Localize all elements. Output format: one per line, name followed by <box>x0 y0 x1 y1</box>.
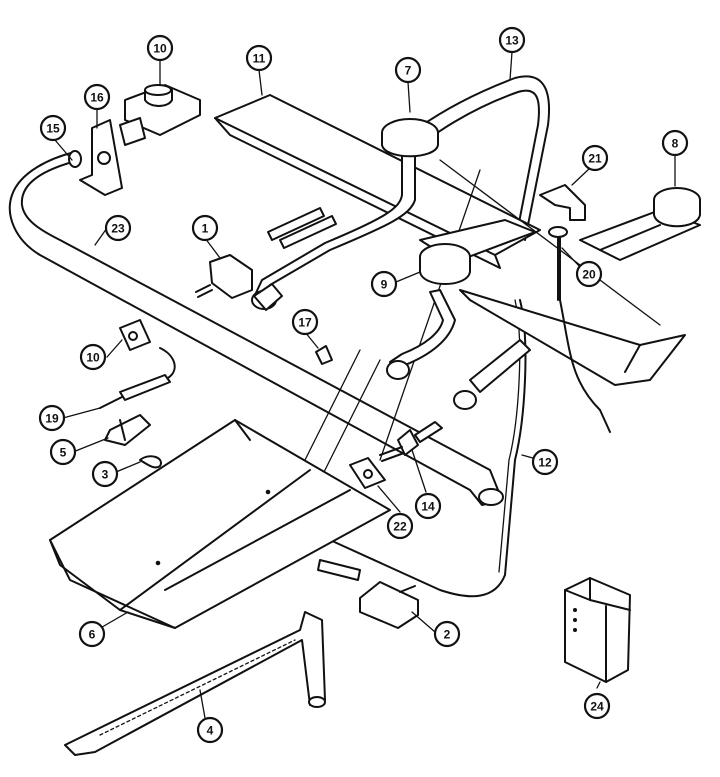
callout-c1: 1 <box>191 214 219 242</box>
callout-c24: 24 <box>583 692 611 720</box>
part-rail <box>459 289 686 386</box>
part-3-clip <box>139 455 162 469</box>
callout-c11: 11 <box>245 44 273 72</box>
part-5-bracket <box>104 414 151 446</box>
part-20-spark-electrode <box>548 226 611 433</box>
callout-c2: 2 <box>433 620 461 648</box>
callout-c23: 23 <box>104 214 132 242</box>
callout-circle <box>370 270 398 298</box>
callout-label: 15 <box>46 122 60 136</box>
callout-circle <box>104 214 132 242</box>
callout-label: 14 <box>421 500 435 514</box>
dowels <box>267 207 361 581</box>
leader-lines <box>54 51 676 719</box>
callout-circle <box>291 308 319 336</box>
callout-label: 16 <box>90 91 104 105</box>
part-9-burner <box>386 219 536 410</box>
callout-circle <box>414 492 442 520</box>
callout-label: 10 <box>86 351 100 365</box>
part-7-burner <box>251 118 439 311</box>
callout-c8: 8 <box>661 129 689 157</box>
callout-circle <box>498 26 526 54</box>
callout-label: 3 <box>102 468 109 482</box>
callout-label: 9 <box>381 278 388 292</box>
callout-circle <box>575 260 603 288</box>
callout-label: 20 <box>582 268 596 282</box>
callout-circle <box>78 620 106 648</box>
callout-c21: 21 <box>581 144 609 172</box>
callout-circle <box>49 438 77 466</box>
part-16-bracket <box>79 119 123 196</box>
callout-c3: 3 <box>91 460 119 488</box>
callout-label: 4 <box>207 724 214 738</box>
callout-c17: 17 <box>291 308 319 336</box>
callout-label: 13 <box>505 34 519 48</box>
callout-c20: 20 <box>575 260 603 288</box>
callout-circle <box>583 692 611 720</box>
callout-label: 24 <box>590 700 604 714</box>
callout-c10a: 10 <box>146 34 174 62</box>
callout-c6: 6 <box>78 620 106 648</box>
callout-circle <box>83 83 111 111</box>
callout-circle <box>386 512 414 540</box>
callout-c19: 19 <box>38 404 66 432</box>
callout-label: 21 <box>588 152 602 166</box>
callout-c16: 16 <box>83 83 111 111</box>
callout-circle <box>191 214 219 242</box>
callout-label: 1 <box>202 222 209 236</box>
callout-c13: 13 <box>498 26 526 54</box>
callout-label: 11 <box>253 52 266 66</box>
callout-c15: 15 <box>39 114 67 142</box>
callout-label: 23 <box>111 222 125 236</box>
callout-circle <box>394 56 422 84</box>
callout-c10b: 10 <box>79 343 107 371</box>
part-6-burner-pan <box>49 419 391 629</box>
part-10b-plate <box>119 319 151 351</box>
callout-c14: 14 <box>414 492 442 520</box>
part-8-burner <box>579 187 701 261</box>
part-22-bracket <box>349 457 386 489</box>
callout-circle <box>39 114 67 142</box>
callout-c4: 4 <box>196 716 224 744</box>
callout-label: 5 <box>60 446 67 460</box>
callout-circle <box>531 448 559 476</box>
callout-c7: 7 <box>394 56 422 84</box>
part-1-valve <box>195 254 253 299</box>
part-21-bracket <box>539 184 586 221</box>
callout-circle <box>38 404 66 432</box>
callout-label: 17 <box>298 316 312 330</box>
callout-circle <box>245 44 273 72</box>
callout-label: 2 <box>444 628 451 642</box>
callout-label: 8 <box>672 137 679 151</box>
part-17-clip <box>315 345 333 365</box>
part-14-orifice <box>379 421 443 462</box>
callout-label: 10 <box>153 42 167 56</box>
callout-circle <box>79 343 107 371</box>
frame-lines <box>299 159 661 481</box>
part-10-regulator <box>119 84 201 146</box>
part-15-manifold <box>8 150 504 506</box>
callout-label: 6 <box>89 628 96 642</box>
callout-c22: 22 <box>386 512 414 540</box>
callout-circle <box>581 144 609 172</box>
part-24-module <box>564 577 631 683</box>
callout-circle <box>91 460 119 488</box>
part-4-burner-tube <box>64 611 326 756</box>
part-19-thermocouple <box>99 347 176 409</box>
callout-label: 12 <box>538 456 552 470</box>
callout-circle <box>661 129 689 157</box>
callout-c5: 5 <box>49 438 77 466</box>
callout-label: 7 <box>405 64 412 78</box>
callout-circle <box>146 34 174 62</box>
callout-label: 19 <box>45 412 59 426</box>
callout-circle <box>196 716 224 744</box>
part-2-valve <box>359 581 419 629</box>
callout-circle <box>433 620 461 648</box>
callout-c9: 9 <box>370 270 398 298</box>
callout-c12: 12 <box>531 448 559 476</box>
callout-label: 22 <box>393 520 407 534</box>
